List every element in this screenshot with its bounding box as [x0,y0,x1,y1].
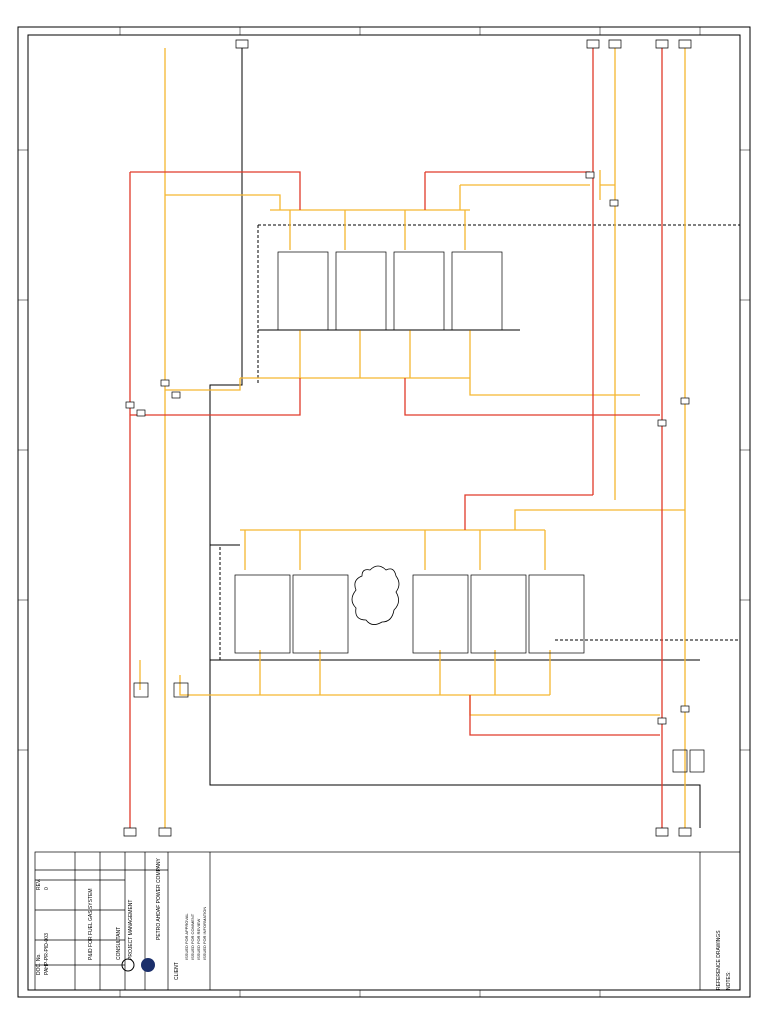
revision-cloud [351,565,400,625]
inner-border [27,34,741,991]
lower-skid-group [234,574,585,654]
revision-row: ISSUED FOR REVIEW [196,918,201,960]
revision-row: ISSUED FOR INFORMATION [202,907,207,960]
doc-no-label: DOC. No. [36,953,42,975]
company-name: PETRO AHDAF POWER COMPANY [156,857,162,940]
title-block-text: PETRO AHDAF POWER COMPANY PROJECT MANAGE… [36,857,732,990]
drain-trunk-lines [209,48,701,828]
filter-boxes [133,682,705,773]
drawing-title: P&ID FOR FUEL GAS SYSTEM [88,889,94,961]
border-ticks [18,27,750,997]
rev-label: REV. [36,879,42,890]
vent-dashed-lines [219,224,740,660]
client-label: CLIENT [174,962,180,980]
notes-heading: NOTES: [726,971,732,990]
revision-table: ISSUED FOR APPROVAL ISSUED FOR COMMENT I… [184,907,207,960]
title-block [34,851,741,991]
outer-border [17,26,751,998]
fuel-gas-lines [139,48,686,828]
rev-value: 0 [44,887,50,890]
valve-symbols [125,171,690,725]
reference-drawings: REFERENCE DRAWINGS [716,930,722,990]
consultant-label: CONSULTANT [116,927,122,960]
hot-gas-lines [129,48,663,828]
doc-no: PAHP-PR-PID-003 [44,933,50,975]
revision-row: ISSUED FOR COMMENT [190,913,195,960]
client-logo [121,958,155,972]
revision-row: ISSUED FOR APPROVAL [184,913,189,960]
project-label: PROJECT MANAGEMENT [128,900,134,960]
line-terminators [123,39,692,837]
upper-skid-group [277,251,503,331]
